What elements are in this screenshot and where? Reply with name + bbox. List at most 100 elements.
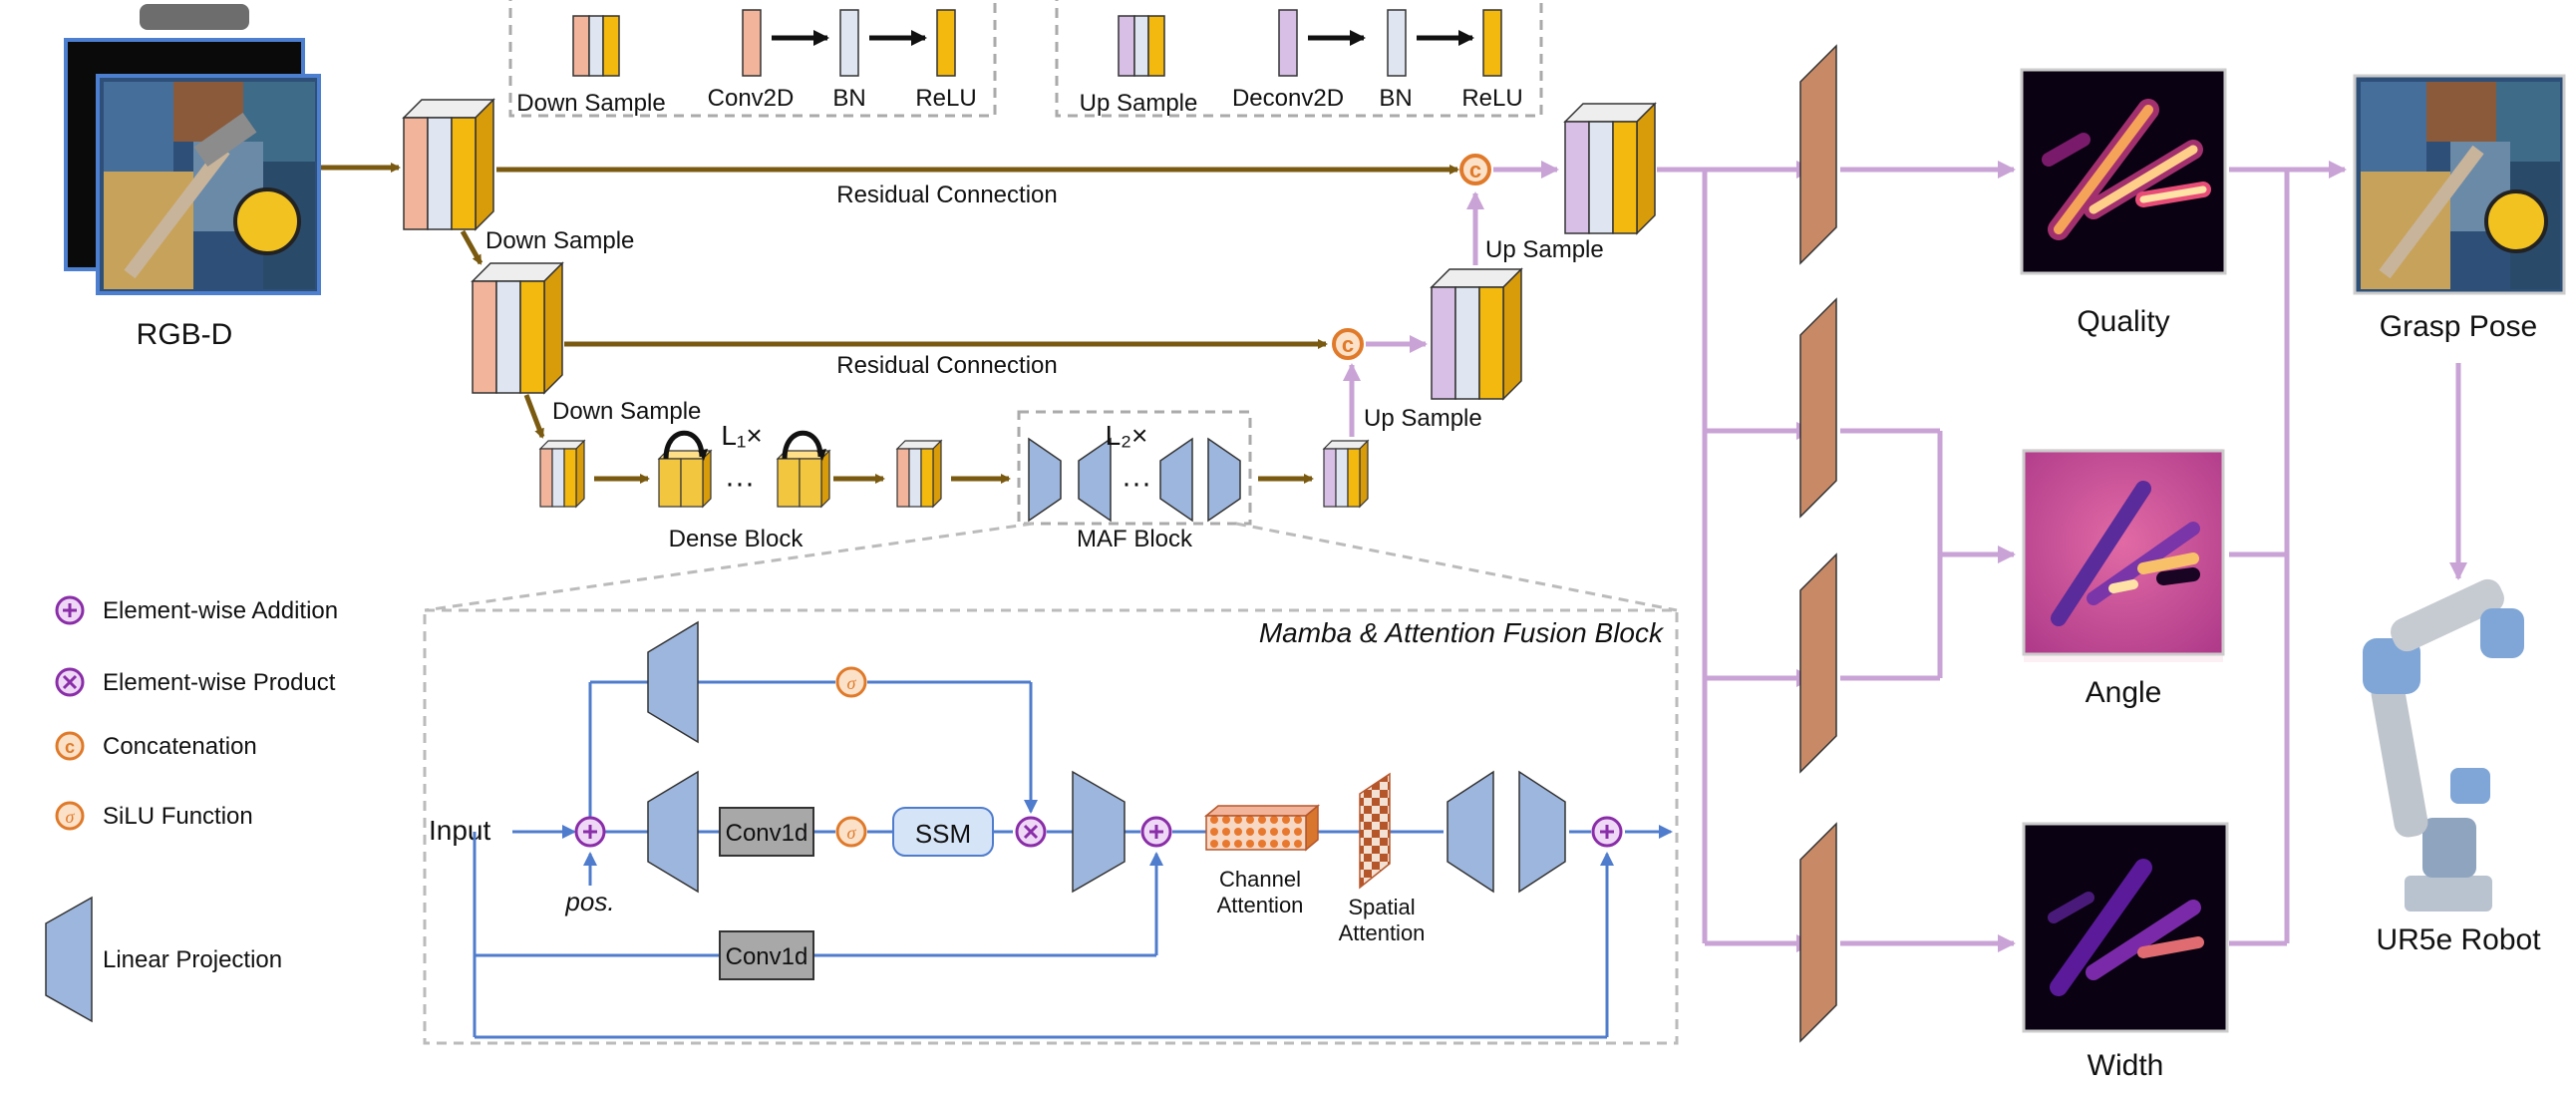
- up-sample-1-label: Up Sample: [1485, 236, 1604, 263]
- linear-projection-icon: [647, 770, 699, 894]
- concat-symbol: c: [1342, 332, 1354, 357]
- angle-head-2: [1799, 552, 1837, 774]
- dense-unit: [776, 430, 831, 509]
- concat-icon: [55, 731, 85, 761]
- dense-ellipsis: ···: [725, 467, 755, 500]
- legend-product-label: Element-wise Product: [103, 669, 336, 696]
- legend-relu-label: ReLU: [915, 85, 976, 112]
- conv1d-label-2: Conv1d: [726, 943, 808, 970]
- head-output-lines: [1840, 161, 2016, 952]
- head-branches: [1657, 161, 1814, 952]
- decoder-block-2: [1430, 267, 1523, 401]
- maf-block-label: MAF Block: [1077, 526, 1193, 552]
- linear-projection-icon: [45, 896, 93, 1023]
- maf-detail-title: Mamba & Attention Fusion Block: [1259, 617, 1665, 648]
- quality-map: Quality: [2020, 68, 2227, 338]
- encoder-block-2: [471, 261, 564, 395]
- maf-ellipsis: ···: [1122, 467, 1151, 500]
- dense-unit: [657, 430, 713, 509]
- legend-bn-label: BN: [832, 85, 865, 112]
- legend-linear: Linear Projection: [45, 896, 282, 1023]
- width-head: [1799, 822, 1837, 1043]
- dense-block-label: Dense Block: [669, 526, 805, 552]
- legend-upsample: Up Sample Deconv2D BN ReLU: [1055, 0, 1543, 118]
- spatial-attention-label-2: Attention: [1339, 920, 1426, 945]
- robot-label: UR5e Robot: [2376, 923, 2541, 956]
- conv1d-box: [719, 807, 814, 857]
- legend-linear-label: Linear Projection: [103, 946, 282, 973]
- legend-addition: Element-wise Addition: [55, 595, 338, 625]
- dense-block: ··· L₁× Dense Block: [657, 420, 831, 552]
- rgbd-input: RGB-D: [64, 4, 321, 351]
- encoder-block-4: [895, 439, 943, 509]
- legend-relu-label: ReLU: [1461, 85, 1522, 112]
- legend-deconv2d-label: Deconv2D: [1232, 85, 1344, 112]
- maf-flow: [473, 680, 1673, 1039]
- sigma-symbol: σ: [847, 673, 857, 693]
- grasp-pose-label: Grasp Pose: [2380, 310, 2537, 343]
- rgbd-label: RGB-D: [137, 318, 233, 351]
- upsample-stack-icon: [1118, 15, 1165, 77]
- concat-symbol: c: [1469, 158, 1481, 182]
- linear-projection-icon: [1518, 770, 1566, 894]
- ssm-box: [892, 807, 994, 857]
- decoder-block-3: [1563, 102, 1657, 235]
- legend-concat: c Concatenation: [55, 731, 257, 761]
- down-sample-2-label: Down Sample: [552, 398, 701, 425]
- width-map: Width: [2022, 822, 2229, 1082]
- legend-product: Element-wise Product: [55, 667, 336, 697]
- dense-repeat-label: L₁×: [721, 420, 762, 451]
- concat-symbol: c: [65, 737, 75, 757]
- downsample-stack-icon: [572, 15, 620, 77]
- conv2d-icon: [742, 9, 762, 77]
- residual-connection-2-label: Residual Connection: [836, 352, 1057, 379]
- conv1d-box: [719, 930, 814, 980]
- sigma-symbol: σ: [847, 823, 857, 843]
- down-sample-1-label: Down Sample: [485, 227, 634, 254]
- legend-conv2d-label: Conv2D: [708, 85, 795, 112]
- legend-concat-label: Concatenation: [103, 733, 257, 760]
- bn-icon: [839, 9, 859, 77]
- width-label: Width: [2088, 1049, 2164, 1082]
- encoder-block-1: [402, 98, 495, 231]
- conv1d-label: Conv1d: [726, 820, 808, 847]
- output-heads: [1799, 44, 1837, 1043]
- spatial-attention-label-1: Spatial: [1348, 895, 1415, 919]
- bottom-legend: Element-wise Addition Element-wise Produ…: [45, 595, 338, 1023]
- camera-icon: [140, 4, 249, 30]
- concat-node-2: c: [1332, 328, 1364, 360]
- sigma-symbol: σ: [66, 807, 76, 827]
- maf-detail: Mamba & Attention Fusion Block Input: [423, 522, 1679, 1045]
- legend-silu: σ SiLU Function: [55, 801, 253, 831]
- angle-map: Angle: [2022, 449, 2225, 709]
- ssm-label: SSM: [915, 819, 971, 849]
- silu-node: [835, 816, 867, 848]
- merge-lines: [2229, 161, 2467, 946]
- legend-downsample: Down Sample Conv2D BN ReLU: [508, 0, 997, 118]
- grasp-pose-image: Grasp Pose: [2353, 74, 2566, 343]
- linear-projection-icon: [647, 620, 699, 744]
- legend-silu-label: SiLU Function: [103, 803, 253, 830]
- channel-attention: Channel Attention: [1203, 804, 1321, 917]
- pos-label: pos.: [564, 887, 614, 916]
- linear-projection-icon: [1028, 437, 1062, 523]
- quality-head: [1799, 44, 1837, 265]
- linear-projection-icon: [1072, 770, 1126, 894]
- decoder-block-1: [1322, 439, 1370, 509]
- legend-addition-label: Element-wise Addition: [103, 597, 338, 624]
- linear-projection-icon: [1159, 437, 1193, 523]
- deconv2d-icon: [1278, 9, 1298, 77]
- relu-icon: [936, 9, 956, 77]
- maf-input-label: Input: [429, 815, 490, 846]
- linear-projection-icon: [1207, 437, 1241, 523]
- encoder-block-3: [538, 439, 586, 509]
- relu-icon: [1482, 9, 1502, 77]
- robot-icon: UR5e Robot: [2363, 578, 2541, 956]
- concat-node-1: c: [1459, 154, 1491, 185]
- maf-repeat-label: L₂×: [1106, 420, 1148, 451]
- channel-attention-label-1: Channel: [1219, 867, 1301, 892]
- silu-node: [835, 666, 867, 698]
- linear-projection-icon: [1078, 437, 1112, 523]
- linear-projection-icon: [1447, 770, 1494, 894]
- maf-block: ··· L₂× MAF Block: [1017, 410, 1252, 552]
